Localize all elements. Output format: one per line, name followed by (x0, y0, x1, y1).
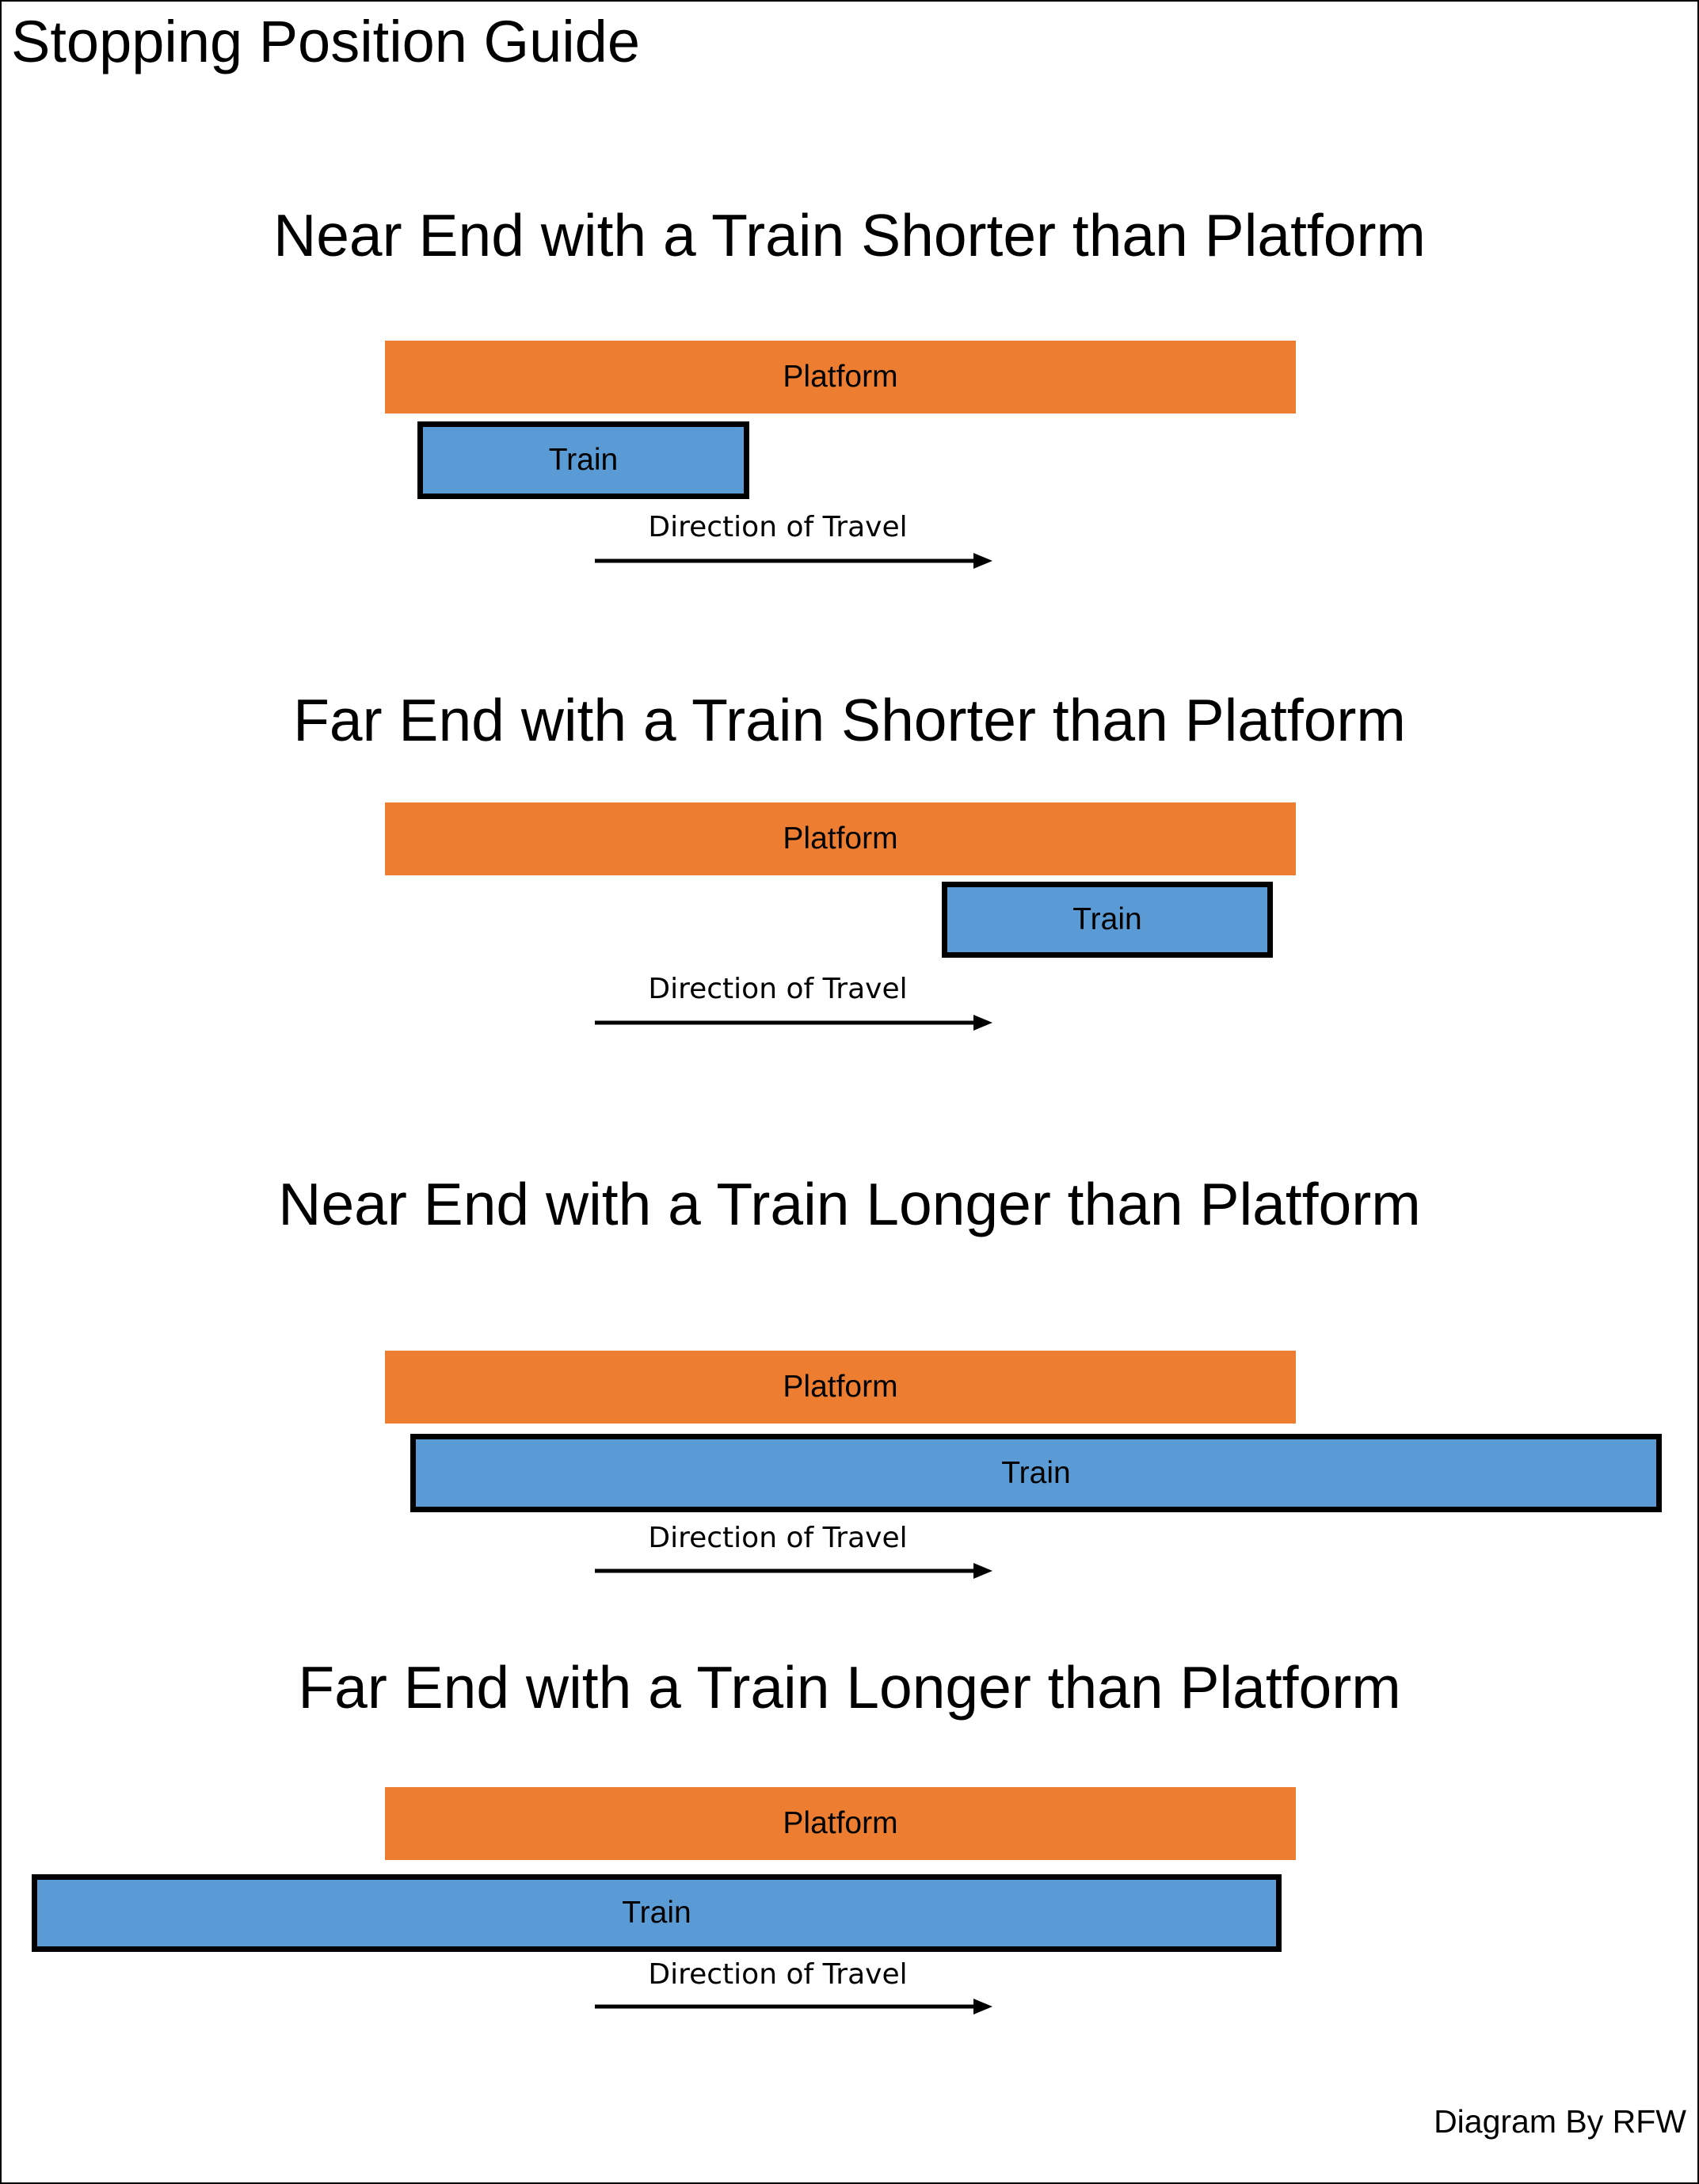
train-bar: Train (942, 882, 1273, 958)
section-heading-near-end-longer: Near End with a Train Longer than Platfo… (278, 1171, 1421, 1237)
direction-label: Direction of Travel (648, 1522, 908, 1554)
direction-arrow-icon (595, 1999, 992, 2014)
direction-label: Direction of Travel (648, 1958, 908, 1991)
diagram-credit: Diagram By RFW (1434, 2103, 1686, 2140)
platform-bar: Platform (385, 1787, 1296, 1860)
section-heading-far-end-shorter: Far End with a Train Shorter than Platfo… (293, 687, 1406, 753)
train-bar: Train (417, 421, 749, 499)
train-bar: Train (410, 1434, 1662, 1512)
platform-bar: Platform (385, 802, 1296, 875)
direction-label: Direction of Travel (648, 511, 908, 543)
direction-label: Direction of Travel (648, 973, 908, 1005)
direction-arrow-icon (595, 1563, 992, 1579)
section-heading-far-end-longer: Far End with a Train Longer than Platfor… (298, 1654, 1401, 1721)
platform-bar: Platform (385, 341, 1296, 414)
direction-arrow-icon (595, 1015, 992, 1031)
diagram-title: Stopping Position Guide (11, 9, 640, 74)
direction-arrow-icon (595, 553, 992, 569)
train-bar: Train (32, 1874, 1282, 1952)
section-heading-near-end-shorter: Near End with a Train Shorter than Platf… (273, 202, 1426, 269)
platform-bar: Platform (385, 1351, 1296, 1424)
